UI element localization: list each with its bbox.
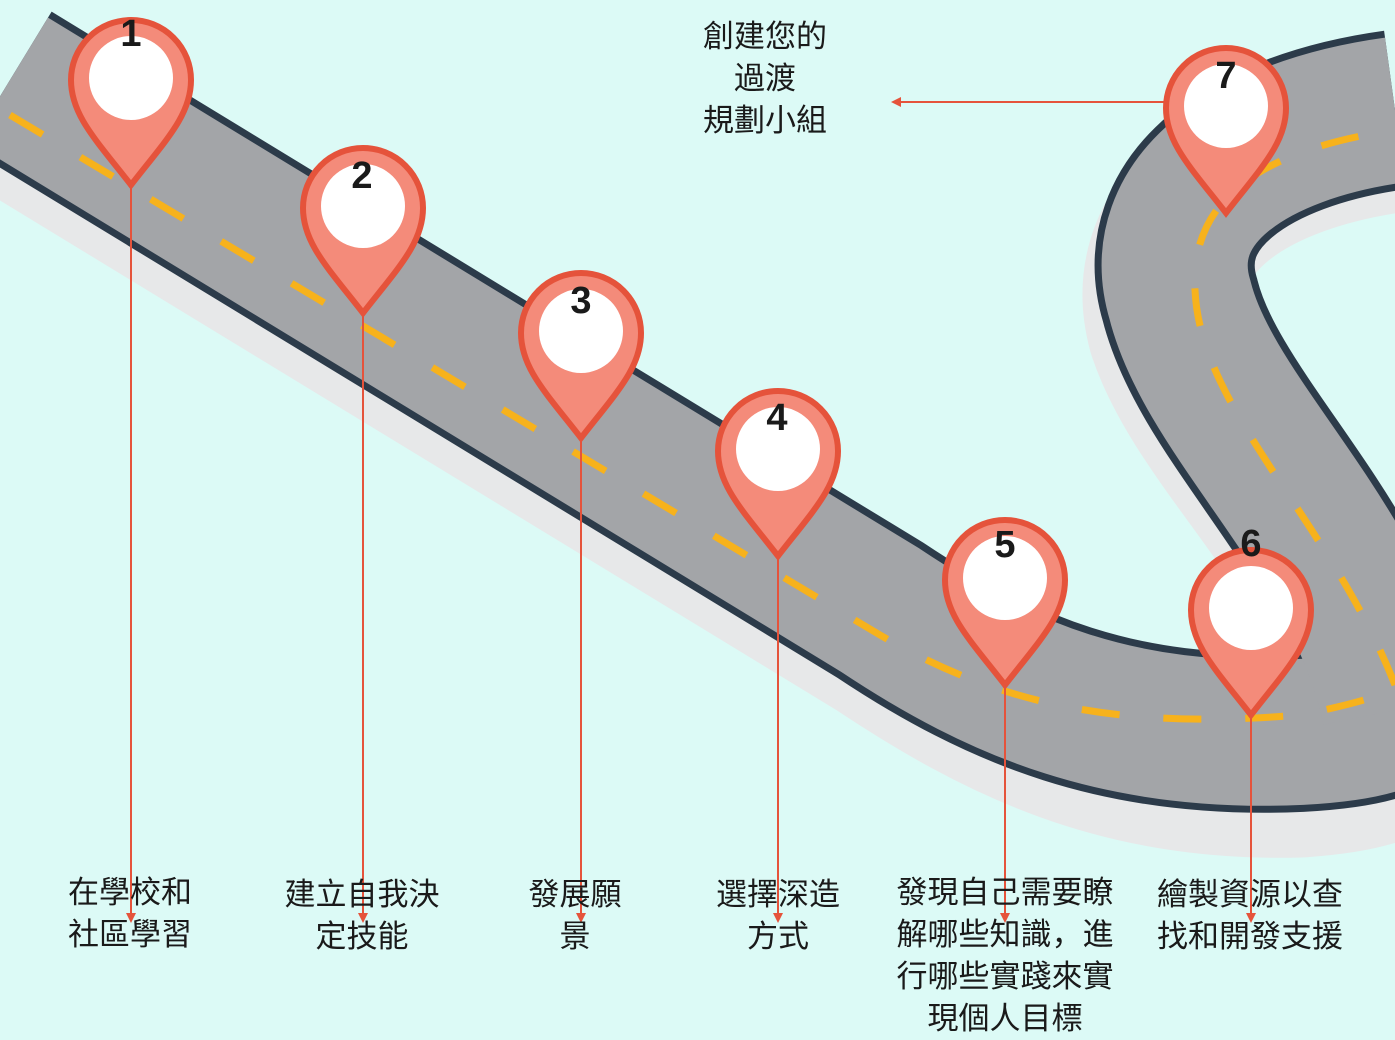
step-number-4: 4 — [766, 397, 787, 439]
pointer-lines — [126, 97, 1256, 923]
step-label-4: 選擇深造 方式 — [716, 877, 840, 955]
step-label-1: 在學校和 社區學習 — [68, 875, 192, 953]
step-label-6: 繪製資源以查 找和開發支援 — [1157, 877, 1343, 955]
step-number-3: 3 — [570, 280, 591, 322]
step-number-6: 6 — [1240, 523, 1261, 565]
pin-5 — [941, 517, 1069, 690]
pin-3 — [517, 270, 645, 443]
center-line — [8, 111, 1395, 723]
pin-2 — [299, 145, 427, 318]
step-number-5: 5 — [994, 524, 1015, 566]
pin-6 — [1187, 547, 1315, 720]
step-number-1: 1 — [120, 13, 141, 55]
step-label-5: 發現自己需要瞭 解哪些知識，進 行哪些實踐來實 現個人目標 — [896, 875, 1114, 1037]
pin-4 — [714, 388, 842, 561]
pin-7 — [1162, 45, 1290, 218]
step-number-2: 2 — [351, 155, 372, 197]
step-number-7: 7 — [1215, 55, 1236, 97]
pin-1 — [67, 17, 195, 190]
step-label-2: 建立自我決 定技能 — [284, 877, 440, 955]
title-label: 創建您的 過渡 規劃小組 — [703, 19, 827, 139]
road — [0, 11, 1395, 813]
step-label-3: 發展願 景 — [528, 877, 622, 955]
